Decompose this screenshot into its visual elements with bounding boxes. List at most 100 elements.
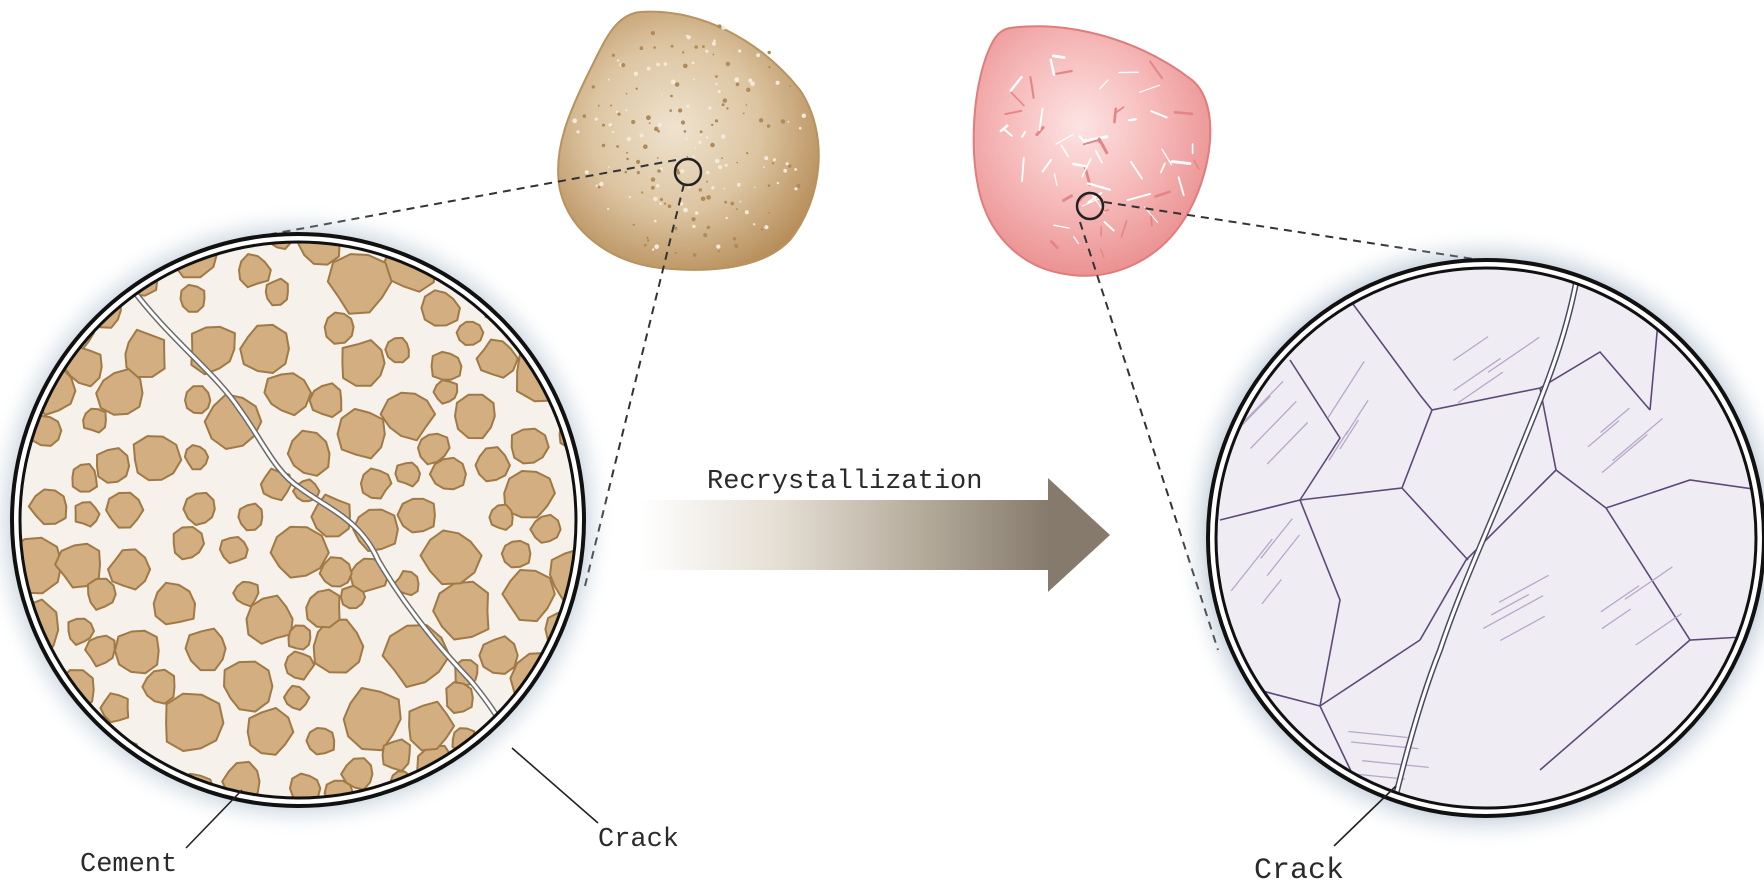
sandstone-speckle bbox=[718, 250, 720, 252]
sandstone-speckle bbox=[649, 122, 651, 124]
crack-left-label: Crack bbox=[598, 825, 679, 855]
sandstone-speckle bbox=[733, 237, 736, 240]
sandstone-speckle bbox=[698, 141, 701, 144]
sandstone-speckle bbox=[626, 158, 629, 161]
sandstone-speckle bbox=[595, 118, 598, 121]
sand-grain bbox=[185, 386, 210, 413]
sandstone-speckle bbox=[616, 145, 619, 148]
sandstone-speckle bbox=[656, 63, 660, 67]
sandstone-speckle bbox=[598, 105, 600, 107]
quartzite-streak bbox=[1129, 119, 1136, 120]
sand-grain bbox=[97, 448, 129, 483]
sand-grain bbox=[238, 504, 262, 531]
sandstone-speckle bbox=[684, 130, 687, 133]
sandstone-speckle bbox=[693, 156, 695, 158]
sandstone-speckle bbox=[612, 131, 614, 133]
sandstone-speckle bbox=[583, 114, 587, 118]
sandstone-speckle bbox=[706, 136, 708, 138]
sandstone-speckle bbox=[602, 124, 605, 127]
process-label: Recrystallization bbox=[707, 467, 982, 497]
sandstone-speckle bbox=[763, 166, 765, 168]
sandstone-speckle bbox=[617, 113, 620, 116]
sandstone-speckle bbox=[631, 120, 635, 124]
sandstone-speckle bbox=[641, 191, 643, 193]
sandstone-speckle bbox=[711, 186, 714, 189]
sandstone-speckle bbox=[652, 248, 654, 250]
sandstone-speckle bbox=[664, 203, 666, 205]
sandstone-speckle bbox=[693, 253, 697, 257]
sandstone-speckle bbox=[726, 107, 728, 109]
quartzite-streak bbox=[1053, 56, 1064, 58]
sandstone-speckle bbox=[692, 225, 695, 228]
sand-grain bbox=[115, 631, 159, 674]
sandstone-speckle bbox=[718, 24, 722, 28]
sandstone-speckle bbox=[617, 59, 619, 61]
sandstone-speckle bbox=[610, 105, 612, 107]
sandstone-speckle bbox=[674, 227, 677, 230]
sandstone-speckle bbox=[629, 196, 631, 198]
sandstone-speckle bbox=[651, 186, 655, 190]
sandstone-speckle bbox=[633, 224, 635, 226]
sand-grain bbox=[457, 322, 484, 345]
sandstone-speckle bbox=[585, 170, 589, 174]
sandstone-speckle bbox=[592, 85, 595, 88]
sandstone-speckle bbox=[653, 46, 656, 49]
sandstone-speckle bbox=[740, 201, 742, 203]
sandstone-speckle bbox=[651, 31, 655, 35]
sandstone-speckle bbox=[743, 113, 745, 115]
sandstone-speckle bbox=[685, 137, 688, 140]
sandstone-speckle bbox=[768, 66, 770, 68]
sand-grain bbox=[446, 682, 473, 713]
sandstone-magnified-view bbox=[0, 202, 616, 838]
sandstone-speckle bbox=[764, 225, 768, 229]
sandstone-speckle bbox=[598, 186, 601, 189]
sandstone-speckle bbox=[721, 134, 725, 138]
sandstone-speckle bbox=[576, 130, 579, 133]
sandstone-speckle bbox=[647, 67, 651, 71]
sandstone-speckle bbox=[711, 124, 713, 126]
sandstone-speckle bbox=[718, 165, 722, 169]
sandstone-speckle bbox=[612, 54, 615, 57]
cement-label: Cement bbox=[80, 850, 177, 880]
sandstone-speckle bbox=[773, 158, 776, 161]
sandstone-speckle bbox=[671, 45, 674, 48]
sandstone-speckle bbox=[695, 211, 698, 214]
sandstone-speckle bbox=[692, 62, 695, 65]
quartzite-streak bbox=[1175, 112, 1192, 114]
sandstone-speckle bbox=[686, 35, 688, 37]
sand-grain bbox=[72, 464, 97, 492]
sandstone-speckle bbox=[772, 162, 774, 164]
sandstone-speckle bbox=[706, 195, 711, 200]
quartzite-streak bbox=[1114, 109, 1115, 122]
sandstone-speckle bbox=[710, 143, 715, 148]
sandstone-speckle bbox=[716, 245, 720, 249]
sandstone-speckle bbox=[695, 148, 697, 150]
sandstone-speckle bbox=[700, 134, 702, 136]
sandstone-speckle bbox=[713, 39, 716, 42]
sandstone-speckle bbox=[626, 152, 628, 154]
sandstone-speckle bbox=[721, 26, 725, 30]
sand-grain bbox=[306, 728, 334, 754]
sandstone-speckle bbox=[768, 51, 771, 54]
sandstone-speckle bbox=[736, 208, 738, 210]
sandstone-speckle bbox=[788, 121, 790, 123]
sandstone-speckle bbox=[802, 114, 806, 118]
sandstone-speckle bbox=[713, 54, 715, 56]
sandstone-speckle bbox=[759, 118, 763, 122]
sand-grain bbox=[325, 313, 354, 344]
sandstone-speckle bbox=[725, 164, 728, 167]
sandstone-speckle bbox=[646, 237, 648, 239]
sandstone-speckle bbox=[572, 118, 577, 123]
sand-grain bbox=[502, 541, 531, 568]
sandstone-speckle bbox=[794, 187, 797, 190]
sandstone-speckle bbox=[599, 182, 604, 187]
sandstone-speckle bbox=[699, 188, 702, 191]
sandstone-speckle bbox=[693, 79, 695, 81]
sandstone-speckle bbox=[608, 166, 610, 168]
sandstone-speckle bbox=[668, 205, 672, 209]
sandstone-speckle bbox=[654, 220, 657, 223]
sandstone-speckle bbox=[707, 226, 710, 229]
sandstone-speckle bbox=[767, 124, 770, 127]
sand-grain bbox=[134, 436, 182, 480]
